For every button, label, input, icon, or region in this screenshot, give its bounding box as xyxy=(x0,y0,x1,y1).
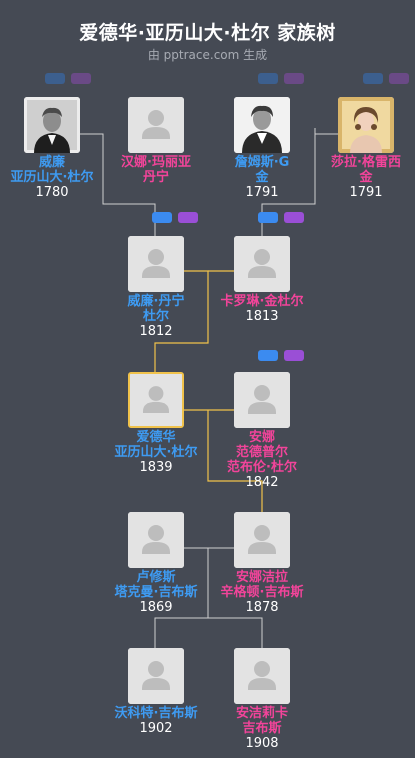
avatar-placeholder-icon xyxy=(128,97,184,153)
person-name-line: 威廉·丹宁 xyxy=(127,294,185,309)
person-birth-year: 1780 xyxy=(35,185,69,200)
page-subtitle: 由 pptrace.com 生成 xyxy=(147,48,268,62)
person-name-line: 亚历山大·杜尔 xyxy=(10,170,94,185)
expand-father-toggle[interactable] xyxy=(258,73,278,84)
person-name-line: 塔克曼·吉布斯 xyxy=(114,585,198,600)
person-name: 安娜范德普尔范布伦·杜尔 xyxy=(207,430,317,475)
expand-toggle-group xyxy=(363,73,415,85)
person-birth-year: 1869 xyxy=(139,600,173,615)
person-name: 莎拉·格雷西金 xyxy=(311,155,415,185)
expand-toggle-group xyxy=(258,73,310,85)
avatar-placeholder-icon xyxy=(234,236,290,292)
page-title: 爱德华·亚历山大·杜尔 家族树 xyxy=(79,22,336,44)
person-name-line: 卡罗琳·金杜尔 xyxy=(220,294,304,309)
person-name-line: 辛格顿·吉布斯 xyxy=(220,585,304,600)
person-name-line: 安娜 xyxy=(248,430,275,445)
expand-mother-toggle[interactable] xyxy=(71,73,91,84)
person-name-line: 金 xyxy=(359,170,373,185)
person-name: 威廉亚历山大·杜尔 xyxy=(0,155,107,185)
avatar-placeholder-icon xyxy=(128,512,184,568)
person-birth-year: 1791 xyxy=(245,185,279,200)
person-name: 沃科特·吉布斯 xyxy=(101,706,211,721)
connector xyxy=(154,270,209,372)
expand-mother-toggle[interactable] xyxy=(178,212,198,223)
connector xyxy=(208,617,263,648)
person-name-line: 安洁莉卡 xyxy=(235,706,288,721)
expand-toggle-group xyxy=(152,212,204,224)
avatar-photo xyxy=(24,97,80,153)
person-name-line: 杜尔 xyxy=(142,309,169,324)
person-name: 安洁莉卡吉布斯 xyxy=(207,706,317,736)
avatar-photo xyxy=(234,97,290,153)
expand-father-toggle[interactable] xyxy=(258,350,278,361)
avatar-placeholder-icon xyxy=(234,372,290,428)
avatar-placeholder-icon xyxy=(234,648,290,704)
person-name-line: 沃科特·吉布斯 xyxy=(114,706,198,721)
person-card[interactable]: 汉娜·玛丽亚丹宁 xyxy=(101,97,211,185)
person-name: 卡罗琳·金杜尔 xyxy=(207,294,317,309)
expand-mother-toggle[interactable] xyxy=(284,212,304,223)
expand-toggle-group xyxy=(258,350,310,362)
avatar-placeholder-icon xyxy=(128,648,184,704)
connector xyxy=(154,548,209,648)
person-name-line: 爱德华 xyxy=(136,430,176,445)
expand-toggle-group xyxy=(258,212,310,224)
expand-mother-toggle[interactable] xyxy=(284,350,304,361)
expand-toggle-group xyxy=(45,73,97,85)
person-name: 安娜洁拉辛格顿·吉布斯 xyxy=(207,570,317,600)
person-name: 汉娜·玛丽亚丹宁 xyxy=(101,155,211,185)
person-birth-year: 1908 xyxy=(245,736,279,751)
person-name-line: 吉布斯 xyxy=(242,721,282,736)
person-name-line: 范德普尔 xyxy=(235,445,288,460)
person-birth-year: 1839 xyxy=(139,460,173,475)
expand-father-toggle[interactable] xyxy=(363,73,383,84)
person-birth-year: 1902 xyxy=(139,721,173,736)
person-name: 威廉·丹宁杜尔 xyxy=(101,294,211,324)
person-birth-year: 1813 xyxy=(245,309,279,324)
person-birth-year: 1878 xyxy=(245,600,279,615)
person-name: 爱德华亚历山大·杜尔 xyxy=(101,430,211,460)
person-birth-year: 1842 xyxy=(245,475,279,490)
person-name-line: 詹姆斯·G xyxy=(234,155,290,170)
expand-father-toggle[interactable] xyxy=(258,212,278,223)
avatar-photo xyxy=(338,97,394,153)
expand-father-toggle[interactable] xyxy=(45,73,65,84)
person-name-line: 卢修斯 xyxy=(136,570,176,585)
expand-mother-toggle[interactable] xyxy=(284,73,304,84)
avatar-placeholder-icon xyxy=(128,236,184,292)
avatar-placeholder-icon xyxy=(128,372,184,428)
person-name-line: 威廉 xyxy=(38,155,65,170)
avatar-placeholder-icon xyxy=(234,512,290,568)
person-name-line: 丹宁 xyxy=(142,170,169,185)
person-birth-year: 1812 xyxy=(139,324,173,339)
person-name-line: 亚历山大·杜尔 xyxy=(114,445,198,460)
person-name-line: 安娜洁拉 xyxy=(235,570,288,585)
person-name-line: 范布伦·杜尔 xyxy=(227,460,297,475)
person-name-line: 莎拉·格雷西 xyxy=(331,155,401,170)
person-birth-year: 1791 xyxy=(349,185,383,200)
person-name-line: 金 xyxy=(255,170,269,185)
expand-mother-toggle[interactable] xyxy=(389,73,409,84)
person-name-line: 汉娜·玛丽亚 xyxy=(121,155,191,170)
person-name: 卢修斯塔克曼·吉布斯 xyxy=(101,570,211,600)
expand-father-toggle[interactable] xyxy=(152,212,172,223)
connector xyxy=(207,410,263,512)
